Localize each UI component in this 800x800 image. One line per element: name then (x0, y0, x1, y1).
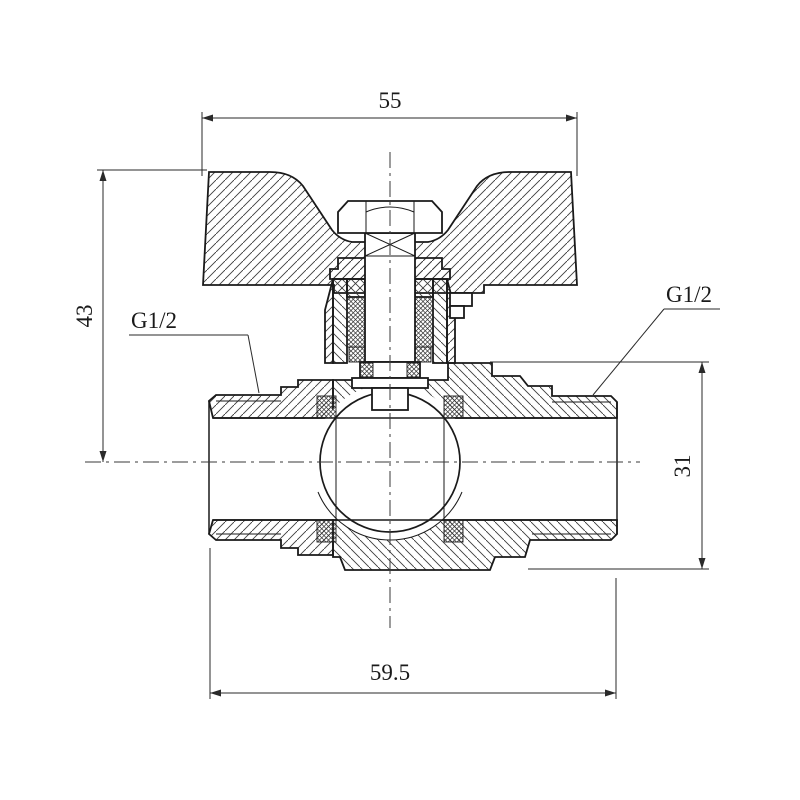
ball-seat-top-left (316, 395, 337, 419)
bonnet-flare-left (324, 278, 334, 364)
thread-callout-left: G1/2 (129, 308, 260, 394)
dim-label-43: 43 (72, 305, 97, 328)
dim-label-31: 31 (670, 455, 695, 478)
stem-washer-seal-left (359, 362, 374, 378)
bonnet-collar-right (414, 278, 434, 298)
gland-ear-upper (449, 292, 473, 307)
stem-packing-right (414, 296, 434, 348)
valve-body (207, 362, 618, 571)
stem-seal-left (348, 346, 366, 363)
valve-top-assembly (202, 171, 578, 411)
dim-label-55: 55 (379, 88, 402, 113)
dimension-left-height: 43 (72, 169, 207, 462)
thread-label-right: G1/2 (666, 282, 712, 307)
left-thread-lower-wall (207, 519, 334, 556)
ball-seat-bottom-right (443, 519, 464, 543)
butterfly-handle (202, 171, 578, 294)
dimension-right-height: 31 (490, 361, 709, 570)
bonnet-wall-left (332, 278, 348, 364)
dimension-top-width: 55 (201, 88, 578, 176)
gland-ear-lower (449, 305, 465, 319)
ball-seat-top-right (443, 395, 464, 419)
left-thread-upper-wall (207, 379, 334, 419)
bonnet-collar-left (346, 278, 366, 298)
thread-label-left: G1/2 (131, 308, 177, 333)
ball-seat-bottom-left (316, 519, 337, 543)
dimension-bottom-width: 59.5 (209, 548, 617, 699)
thread-callout-right: G1/2 (592, 282, 720, 396)
stem-washer-seal-right (406, 362, 421, 378)
bonnet-wall-right (432, 278, 448, 364)
stem-seal-right (414, 346, 432, 363)
stem-packing-left (346, 296, 366, 348)
dim-label-59-5: 59.5 (370, 660, 410, 685)
